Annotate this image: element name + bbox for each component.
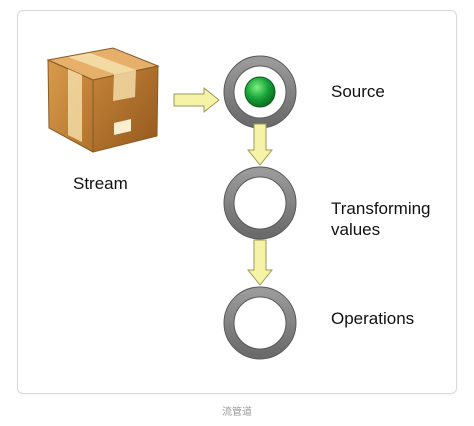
transforming-values-label: Transforming values: [331, 198, 431, 240]
operations-label: Operations: [331, 309, 415, 328]
transforming-node: [223, 166, 297, 240]
arrow-transforming-to-operations: [246, 239, 274, 286]
operations-node: [223, 286, 297, 360]
transforming-label-line1: Transforming: [331, 199, 431, 218]
transforming-label-line2: values: [331, 220, 381, 239]
source-dot-icon: [244, 76, 276, 108]
arrow-source-to-transforming: [246, 123, 274, 166]
source-label: Source: [331, 82, 385, 101]
package-box-icon: [46, 47, 160, 153]
figure-caption: 流管道: [222, 407, 252, 418]
source-node: [223, 55, 297, 129]
stream-label: Stream: [73, 174, 128, 193]
arrow-to-source: [173, 86, 220, 114]
